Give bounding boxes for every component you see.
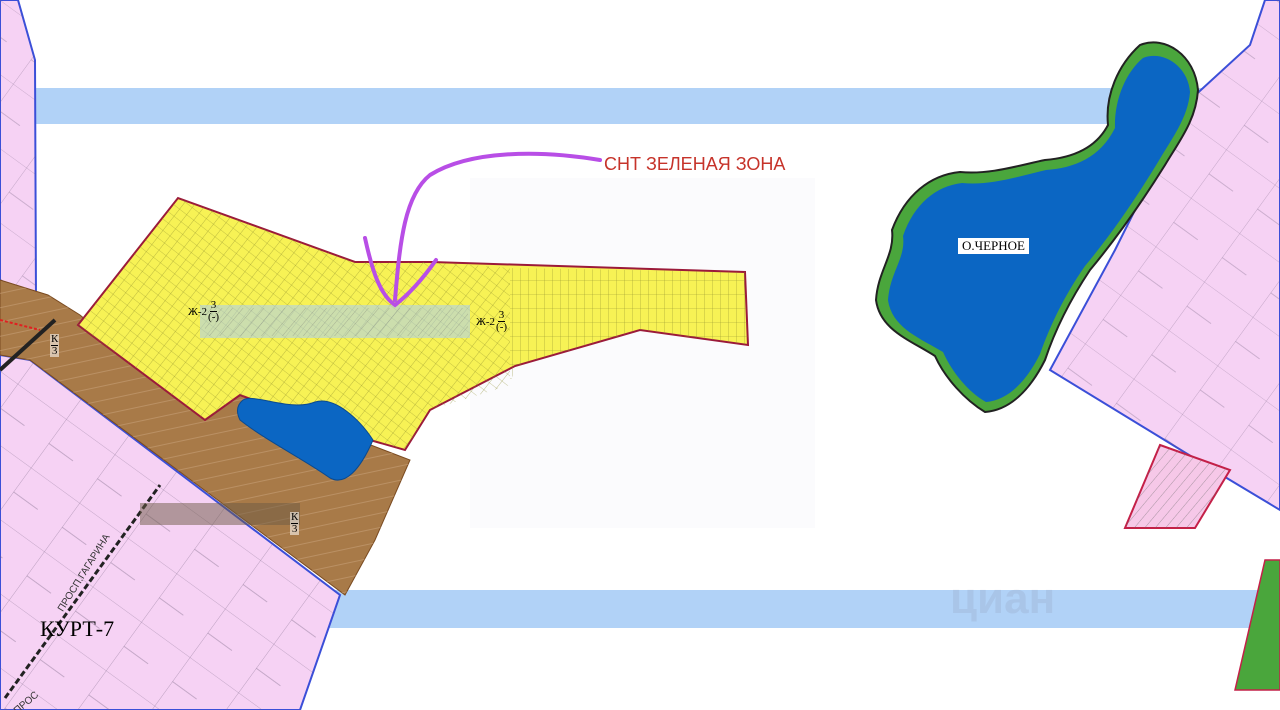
railway-line-south <box>3 484 162 699</box>
urban-zone-bottom-left <box>0 353 342 710</box>
protective-band-top <box>0 88 1280 124</box>
annotation-arrow <box>393 151 602 302</box>
zone-num: 3 <box>209 299 218 312</box>
lake-label: О.ЧЕРНОЕ <box>958 238 1029 254</box>
dark-strip <box>140 503 300 525</box>
zone-prefix: Ж-2 <box>188 305 208 318</box>
zone-fraction: 3 (-) <box>208 300 219 323</box>
district-label: КУРТ-7 <box>40 616 115 641</box>
code-num: К <box>51 333 59 346</box>
transport-code-2: К 3 <box>290 511 300 535</box>
code-den: 3 <box>291 523 298 535</box>
transport-zone <box>0 279 411 596</box>
zone-prefix: Ж-2 <box>476 315 496 328</box>
annotation-arrowhead <box>363 236 438 308</box>
zone-code-1: Ж-2 3 (-) <box>188 300 219 323</box>
urban-zone-top-left <box>0 0 38 302</box>
railway-line <box>0 318 57 372</box>
code-num: К <box>291 511 299 524</box>
zone-code-2: Ж-2 3 (-) <box>476 310 507 333</box>
watermark: циан <box>950 574 1056 623</box>
code-den: 3 <box>51 345 58 357</box>
zone-num: 3 <box>497 309 506 322</box>
transport-code-1: К 3 <box>50 333 60 357</box>
annotation-label: СНТ ЗЕЛЕНАЯ ЗОНА <box>604 154 786 174</box>
zone-den: (-) <box>208 311 220 323</box>
lake-water <box>888 55 1190 403</box>
zone-den: (-) <box>496 321 508 333</box>
boundary-red-dashed <box>0 319 41 331</box>
pond <box>236 398 374 481</box>
zone-fraction: 3 (-) <box>496 310 507 333</box>
hatched-strip <box>205 308 468 336</box>
urban-zone-right <box>1048 0 1280 691</box>
